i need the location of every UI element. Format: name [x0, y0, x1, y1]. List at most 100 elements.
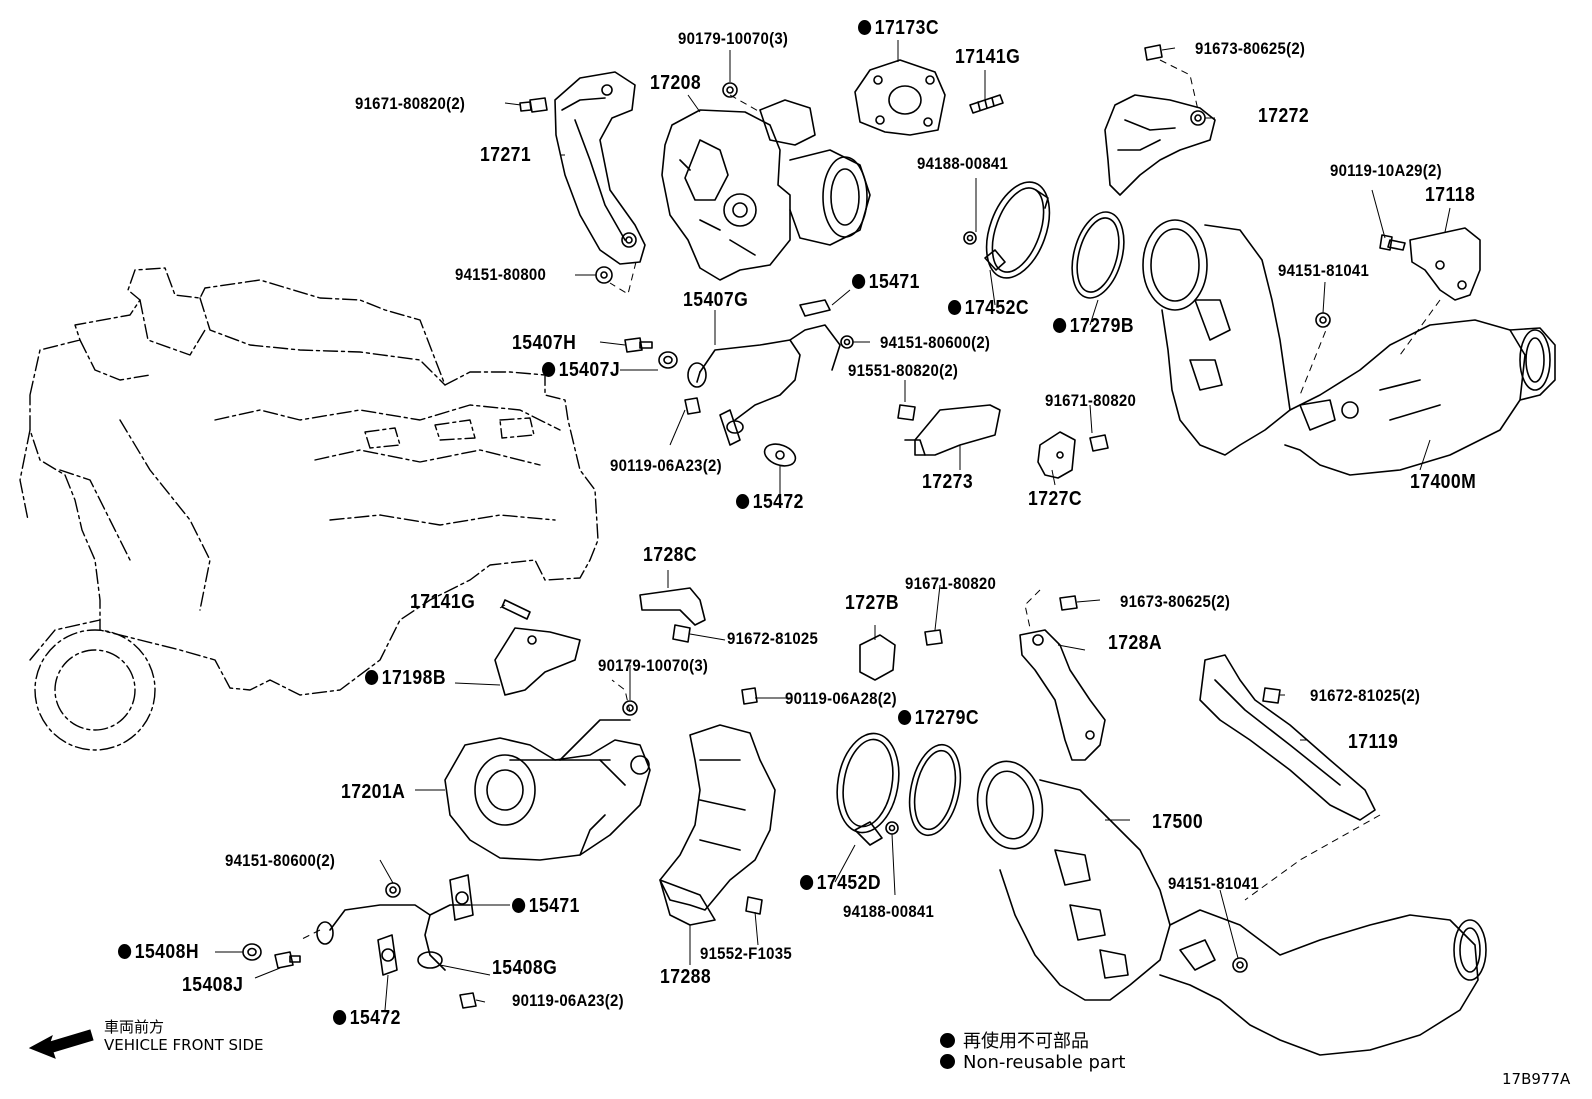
- label-94188-00841-top: 94188-00841: [917, 154, 1009, 173]
- diagram-reference-code: 17B977A: [1502, 1070, 1571, 1088]
- label-90179-10070-top: 90179-10070(3): [678, 29, 789, 48]
- label-90119-06A28: 90119-06A28(2): [785, 689, 897, 708]
- non-reusable-marker: [365, 670, 379, 685]
- direction-english: VEHICLE FRONT SIDE: [104, 1036, 264, 1054]
- nut-94188-bottom: [885, 821, 899, 835]
- label-91671-80820-lower: 91671-80820: [905, 574, 997, 593]
- label-91673-80625-bottom: 91673-80625(2): [1120, 592, 1231, 611]
- label-94151-80600-bottom: 94151-80600(2): [225, 851, 336, 870]
- non-reusable-marker: [898, 710, 912, 725]
- engine-block-outline: [19, 267, 599, 751]
- non-reusable-marker: [333, 1010, 347, 1025]
- bracket-1728C: [639, 587, 706, 626]
- gasket-15472-bottom: [377, 934, 398, 976]
- label-17118: 17118: [1425, 184, 1476, 206]
- pipe-15408G: [316, 904, 471, 971]
- bolt-91672-mid: [672, 624, 691, 643]
- non-reusable-marker: [852, 274, 866, 289]
- bracket-1727C: [1037, 431, 1076, 479]
- label-17201A: 17201A: [341, 781, 406, 803]
- label-1728C: 1728C: [643, 544, 698, 566]
- bracket-1728A: [1019, 629, 1106, 761]
- gasket-15472-top: [763, 443, 797, 467]
- label-17279C: 17279C: [898, 708, 979, 728]
- label-17400M: 17400M: [1410, 471, 1477, 493]
- bolt-15407H: [624, 337, 653, 353]
- legend-japanese: 再使用不可部品: [940, 1027, 1089, 1053]
- label-17198B: 17198B: [365, 668, 446, 688]
- bolt-91671-top: [519, 97, 548, 113]
- label-15408G: 15408G: [492, 957, 558, 979]
- non-reusable-marker: [948, 300, 962, 315]
- label-90119-06A23-bottom: 90119-06A23(2): [512, 991, 624, 1010]
- bolt-91673-top: [1144, 44, 1163, 61]
- label-17500: 17500: [1152, 811, 1204, 833]
- gasket-17279B: [1071, 211, 1125, 299]
- bolt-90119-06A23-top: [684, 397, 701, 415]
- label-17208: 17208: [650, 72, 702, 94]
- bolt-90119-10A29: [1379, 234, 1406, 251]
- turbocharger-17201A: [444, 719, 651, 861]
- label-94151-81041-bottom: 94151-81041: [1168, 874, 1260, 893]
- bolt-90119-06A28: [741, 687, 758, 705]
- label-94151-81041-top: 94151-81041: [1278, 261, 1370, 280]
- bolt-91551: [897, 404, 916, 421]
- non-reusable-marker: [736, 494, 750, 509]
- label-94188-00841-bottom: 94188-00841: [843, 902, 935, 921]
- non-reusable-marker: [800, 875, 814, 890]
- label-17288: 17288: [660, 966, 712, 988]
- non-reusable-marker: [542, 362, 556, 377]
- nut-94151-80800: [595, 266, 613, 284]
- label-94151-80600-top: 94151-80600(2): [880, 333, 991, 352]
- non-reusable-marker: [940, 1033, 955, 1048]
- label-15471-top: 15471: [852, 272, 920, 292]
- label-1728A: 1728A: [1108, 632, 1163, 654]
- label-1727C: 1727C: [1028, 488, 1083, 510]
- label-17173C: 17173C: [858, 18, 939, 38]
- bracket-17118: [1409, 227, 1481, 301]
- label-17272: 17272: [1258, 105, 1310, 127]
- label-17141G-bottom: 17141G: [410, 591, 476, 613]
- label-17271: 17271: [480, 144, 532, 166]
- label-91551-80820: 91551-80820(2): [848, 361, 959, 380]
- pipe-15407G: [687, 299, 841, 446]
- label-90179-10070-bottom: 90179-10070(3): [598, 656, 709, 675]
- bracket-17273: [904, 404, 1001, 456]
- heat-insulator-17271: [554, 71, 646, 265]
- nut-90179-bottom: [622, 700, 638, 716]
- clamp-17452C: [984, 181, 1051, 279]
- nut-94151-80600-bottom: [385, 882, 401, 898]
- bracket-1727B: [859, 634, 896, 681]
- label-15407H: 15407H: [512, 332, 577, 354]
- leader-lines: [215, 40, 1451, 1011]
- bracket-17119: [1199, 654, 1376, 821]
- bolt-91671-mid: [1089, 434, 1109, 452]
- gasket-15471-bottom: [449, 874, 474, 921]
- nut-94151-81041-bottom: [1232, 957, 1248, 973]
- bolt-90119-06A23-bottom: [459, 992, 477, 1009]
- label-17273: 17273: [922, 471, 974, 493]
- gasket-15408H: [242, 943, 262, 961]
- gasket-17279C: [908, 743, 962, 837]
- label-17141G-top: 17141G: [955, 46, 1021, 68]
- label-17452C: 17452C: [948, 298, 1029, 318]
- label-90119-06A23-top: 90119-06A23(2): [610, 456, 722, 475]
- bolt-15408J: [274, 951, 301, 969]
- label-90119-10A29: 90119-10A29(2): [1330, 161, 1442, 180]
- label-94151-80800: 94151-80800: [455, 265, 547, 284]
- bolt-91552: [745, 896, 763, 915]
- label-91673-80625-top: 91673-80625(2): [1195, 39, 1306, 58]
- non-reusable-marker: [512, 898, 526, 913]
- label-91672-81025-mid: 91672-81025: [727, 629, 819, 648]
- label-1727B: 1727B: [845, 592, 900, 614]
- stud-17141G-bottom: [501, 599, 531, 620]
- bolt-91671-lower: [924, 629, 943, 646]
- label-91671-80820-mid: 91671-80820: [1045, 391, 1137, 410]
- gasket-15407J: [658, 351, 678, 369]
- bolt-91673-bottom: [1059, 595, 1078, 611]
- label-15407J: 15407J: [542, 360, 620, 380]
- non-reusable-marker: [858, 20, 872, 35]
- non-reusable-marker: [940, 1054, 955, 1069]
